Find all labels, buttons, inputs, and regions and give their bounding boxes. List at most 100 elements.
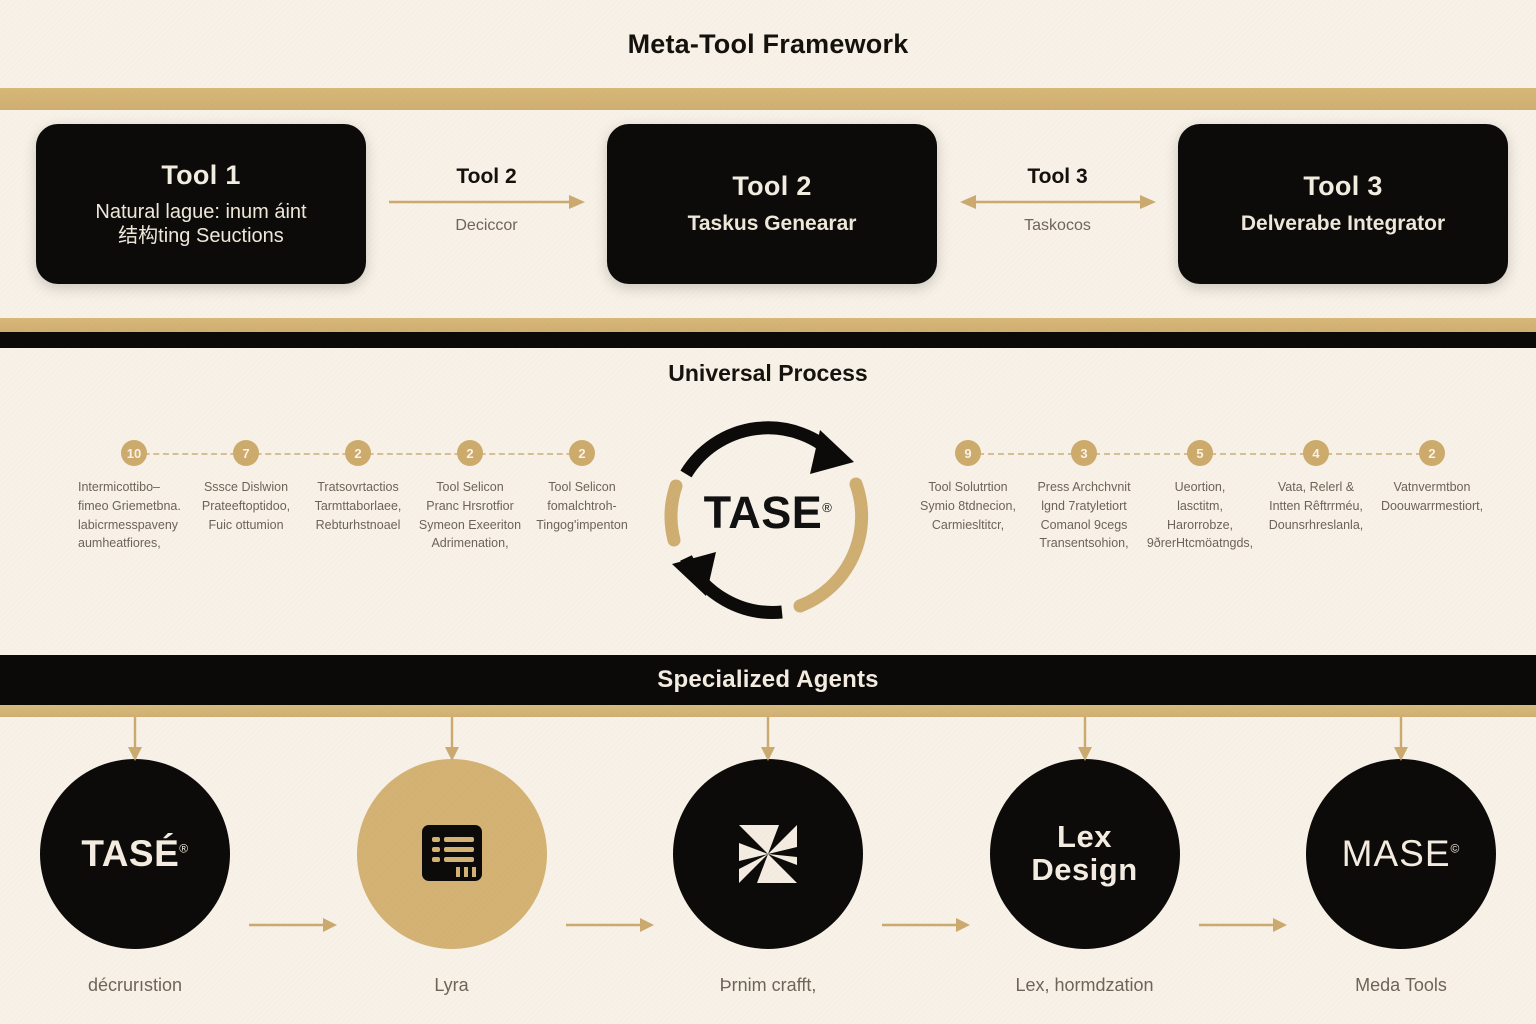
meta-tool-row-section: Tool 1 Natural lague: inum áint 结构ting S…	[0, 110, 1536, 318]
tool-box-2[interactable]: Tool 2 Taskus Genearar	[607, 124, 937, 284]
step-number-badge: 7	[233, 440, 259, 466]
step-description: Ueortion, lasctitm, Harorrobze, 9ðrerHtc…	[1146, 480, 1254, 551]
process-steps-right: 9 Tool Solutrtion Symio 8tdnecion, Carmi…	[910, 440, 1490, 553]
tool-box-2-subtitle: Taskus Genearar	[687, 212, 857, 236]
agent-5-label: Meda Tools	[1355, 975, 1447, 995]
agent-3[interactable]: Þrnim crafft,	[673, 717, 863, 996]
agent-5-mark: ©	[1450, 841, 1461, 856]
step-number-badge: 10	[121, 440, 147, 466]
step-number-badge: 2	[569, 440, 595, 466]
starburst-square-icon	[739, 825, 797, 883]
agents-row: TASÉ® décrurıstion	[40, 717, 1496, 996]
step-description: Vatnvermtbon Doouwarrmestiort,	[1380, 480, 1484, 513]
process-step[interactable]: 2 Tool Selicon fomalchtroh- Tingog'impen…	[526, 440, 638, 534]
agent-4-circle[interactable]: Lex Design	[989, 759, 1180, 949]
agent-5-wordmark: MASE©	[1341, 832, 1461, 874]
agent-4[interactable]: Lex Design Lex, hormdzation	[989, 717, 1180, 996]
step-description: Sssce Dislwion Prateeftoptidoo, Fuic ott…	[201, 480, 291, 532]
tools-bottom-gold-rule	[0, 318, 1536, 332]
step-connector-dash	[470, 453, 582, 455]
process-step[interactable]: 10 Intermicottibo– fimeo Griemetbna. lab…	[78, 440, 246, 553]
tool-boxes-row: Tool 1 Natural lague: inum áint 结构ting S…	[36, 120, 1508, 288]
arrow-down-icon	[761, 717, 775, 761]
process-step[interactable]: 9 Tool Solutrtion Symio 8tdnecion, Carmi…	[910, 440, 1084, 534]
process-step[interactable]: 7 Sssce Dislwion Prateeftoptidoo, Fuic o…	[190, 440, 358, 534]
agent-5[interactable]: MASE© Meda Tools	[1306, 717, 1496, 996]
step-number-badge: 2	[457, 440, 483, 466]
agent-3-circle[interactable]	[673, 759, 863, 949]
tool-box-2-title: Tool 2	[732, 171, 812, 202]
agent-1[interactable]: TASÉ® décrurıstion	[40, 717, 230, 996]
connector-2-title: Tool 3	[1027, 165, 1088, 188]
step-description: Tratsovrtactios Tarmttaborlaee, Rebturhs…	[314, 480, 402, 532]
step-connector-dash	[246, 453, 358, 455]
process-step[interactable]: 3 Press Archchvnit lgnd 7ratyletiort Com…	[1026, 440, 1200, 553]
step-number-badge: 9	[955, 440, 981, 466]
tool-box-3[interactable]: Tool 3 Delverabe Integrator	[1178, 124, 1508, 284]
tase-cycle-label: TASE®	[650, 487, 886, 539]
process-step[interactable]: 2 Vatnvermtbon Doouwarrmestiort,	[1374, 440, 1490, 516]
tool-box-1-subtitle: Natural lague: inum áint 结构ting Seuction…	[95, 200, 307, 247]
step-number-badge: 5	[1187, 440, 1213, 466]
arrow-down-icon	[444, 717, 459, 761]
page-title: Meta-Tool Framework	[627, 28, 909, 59]
arrow-right-icon	[882, 918, 971, 932]
arrow-down-icon	[1077, 717, 1092, 761]
connector-1-title: Tool 2	[456, 165, 517, 188]
agent-1-word: TASÉ	[81, 832, 180, 874]
tase-cycle-mark: ®	[822, 499, 833, 515]
header-band: Meta-Tool Framework	[0, 0, 1536, 88]
agent-1-mark: ®	[179, 841, 189, 856]
arrow-right-icon	[1198, 918, 1287, 932]
header-gold-rule	[0, 88, 1536, 110]
agent-5-word: MASE	[1341, 832, 1451, 874]
agent-1-circle[interactable]: TASÉ®	[40, 759, 230, 949]
arrow-right-icon	[565, 918, 654, 932]
step-connector-dash	[1316, 453, 1432, 455]
step-connector-dash	[968, 453, 1084, 455]
agent-1-label: décrurıstion	[87, 975, 183, 995]
tools-bottom-black-rule	[0, 332, 1536, 348]
step-description: Tool Solutrtion Symio 8tdnecion, Carmies…	[920, 480, 1016, 532]
agent-1-wordmark: TASÉ®	[81, 832, 189, 874]
arrow-down-icon	[128, 717, 142, 761]
tase-cycle: TASE®	[650, 400, 886, 628]
universal-process-section: Universal Process TASE® 10 Intermicottib…	[0, 348, 1536, 653]
step-connector-dash	[1200, 453, 1316, 455]
step-description: Intermicottibo– fimeo Griemetbna. labicr…	[78, 480, 181, 551]
step-description: Press Archchvnit lgnd 7ratyletiort Coman…	[1037, 480, 1131, 551]
step-connector-dash	[358, 453, 470, 455]
agent-2-label: Lyra	[434, 975, 469, 995]
step-description: Tool Selicon fomalchtroh- Tingog'impento…	[536, 480, 628, 532]
step-connector-dash	[134, 453, 246, 455]
step-description: Tool Selicon Pranc Hrsrotfior Symeon Exe…	[418, 480, 522, 551]
agents-section: TASÉ® décrurıstion	[0, 717, 1536, 1024]
process-step[interactable]: 2 Tool Selicon Pranc Hrsrotfior Symeon E…	[414, 440, 582, 553]
process-step[interactable]: 5 Ueortion, lasctitm, Harorrobze, 9ðrerH…	[1142, 440, 1316, 553]
step-connector-dash	[1084, 453, 1200, 455]
connector-1-subtitle: Deciccor	[455, 217, 518, 234]
arrow-right-icon	[249, 918, 338, 932]
agent-5-circle[interactable]: MASE©	[1306, 759, 1496, 949]
agent-4-label: Lex, hormdzation	[1015, 975, 1154, 995]
agents-gold-rule	[0, 705, 1536, 717]
tool-box-3-title: Tool 3	[1303, 171, 1383, 202]
agent-4-wordmark: Lex Design	[1031, 819, 1138, 887]
step-number-badge: 2	[345, 440, 371, 466]
tool-box-3-subtitle: Delverabe Integrator	[1240, 212, 1446, 236]
tool-box-1[interactable]: Tool 1 Natural lague: inum áint 结构ting S…	[36, 124, 366, 284]
agent-2-circle[interactable]	[356, 759, 547, 949]
step-number-badge: 3	[1071, 440, 1097, 466]
document-lines-icon	[421, 825, 482, 881]
agent-2[interactable]: Lyra	[356, 717, 547, 996]
process-step[interactable]: 2 Tratsovrtactios Tarmttaborlaee, Rebtur…	[302, 440, 470, 534]
process-steps-left: 10 Intermicottibo– fimeo Griemetbna. lab…	[78, 440, 638, 553]
specialized-agents-title: Specialized Agents	[657, 666, 879, 693]
connector-2: Tool 3 Taskocos	[958, 165, 1158, 235]
step-number-badge: 2	[1419, 440, 1445, 466]
tool-box-1-title: Tool 1	[161, 159, 241, 190]
agent-3-label: Þrnim crafft,	[719, 975, 817, 995]
specialized-agents-band: Specialized Agents	[0, 655, 1536, 705]
process-step[interactable]: 4 Vata, Relerl & Intten Rêftrrméu, Douns…	[1258, 440, 1432, 534]
